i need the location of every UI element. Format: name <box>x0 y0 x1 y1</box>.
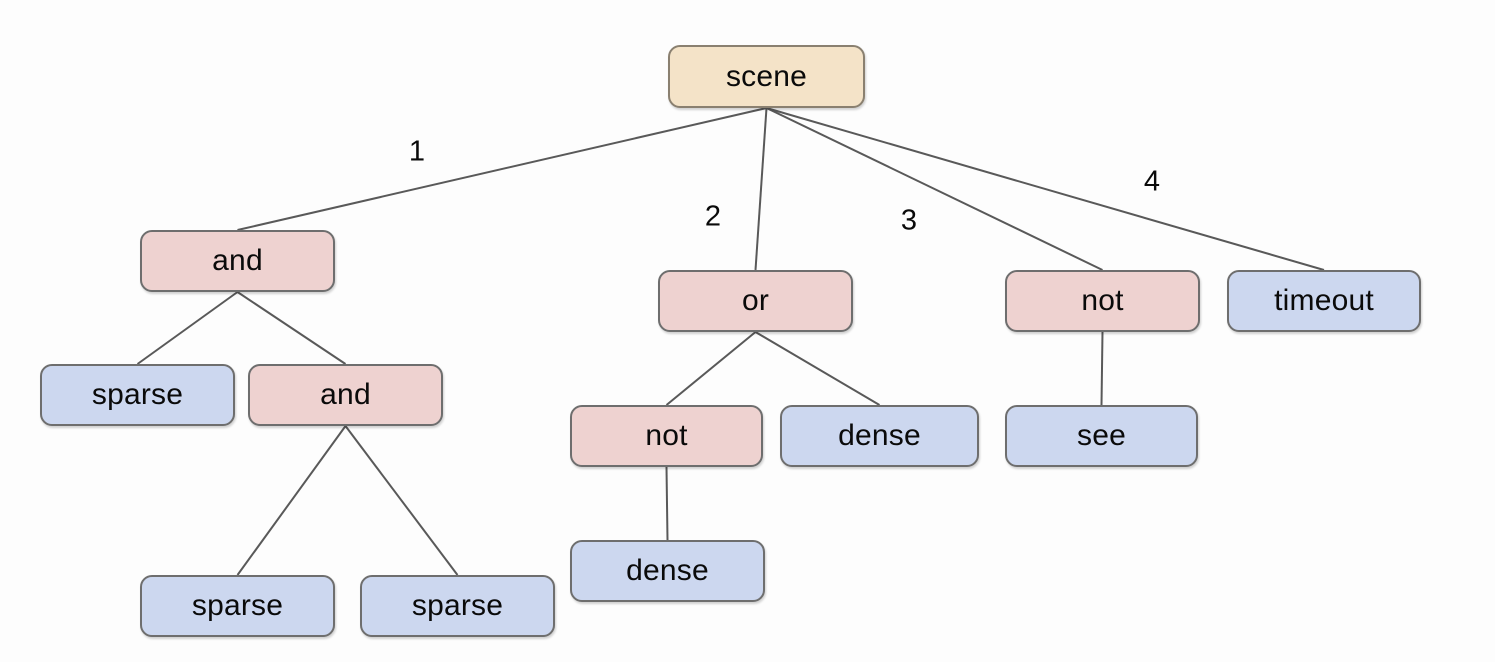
tree-node-label: or <box>741 284 770 317</box>
tree-edge <box>236 291 347 365</box>
tree-node-and1[interactable]: and <box>140 230 335 292</box>
tree-node-see1[interactable]: see <box>1005 405 1198 467</box>
tree-node-dense1[interactable]: dense <box>780 405 979 467</box>
tree-edge <box>766 107 1103 271</box>
tree-node-label: not <box>1081 284 1124 317</box>
tree-node-dense2[interactable]: dense <box>570 540 765 602</box>
tree-edge <box>1100 331 1104 406</box>
edge-label-1: 1 <box>408 135 426 168</box>
tree-node-or1[interactable]: or <box>658 270 853 332</box>
tree-node-label: timeout <box>1274 284 1374 317</box>
edge-label-3: 3 <box>900 204 918 237</box>
tree-edge <box>665 331 757 406</box>
tree-node-and2[interactable]: and <box>248 364 443 426</box>
tree-node-label: not <box>645 419 688 452</box>
tree-edge <box>344 425 459 576</box>
tree-node-label: and <box>320 378 371 411</box>
tree-edge <box>766 107 1325 271</box>
tree-node-sparse1[interactable]: sparse <box>40 364 235 426</box>
tree-edge <box>236 425 347 576</box>
tree-node-not2[interactable]: not <box>570 405 763 467</box>
tree-node-label: dense <box>838 419 921 452</box>
tree-node-sparse2[interactable]: sparse <box>140 575 335 637</box>
tree-node-timeout1[interactable]: timeout <box>1227 270 1421 332</box>
tree-node-label: sparse <box>91 378 184 411</box>
tree-node-scene[interactable]: scene <box>668 45 865 108</box>
tree-edge <box>665 466 669 541</box>
tree-node-label: sparse <box>191 589 284 622</box>
tree-node-label: see <box>1077 419 1126 452</box>
tree-node-sparse3[interactable]: sparse <box>360 575 555 637</box>
tree-edge <box>754 107 768 271</box>
tree-node-label: sparse <box>411 589 504 622</box>
edge-label-4: 4 <box>1143 165 1161 198</box>
tree-node-not1[interactable]: not <box>1005 270 1200 332</box>
tree-node-label: dense <box>626 554 709 587</box>
tree-edge <box>136 291 239 365</box>
tree-node-label: scene <box>725 59 808 93</box>
tree-edge <box>754 331 881 406</box>
tree-edge <box>237 107 767 231</box>
edge-label-2: 2 <box>704 200 722 233</box>
tree-node-label: and <box>212 244 263 277</box>
